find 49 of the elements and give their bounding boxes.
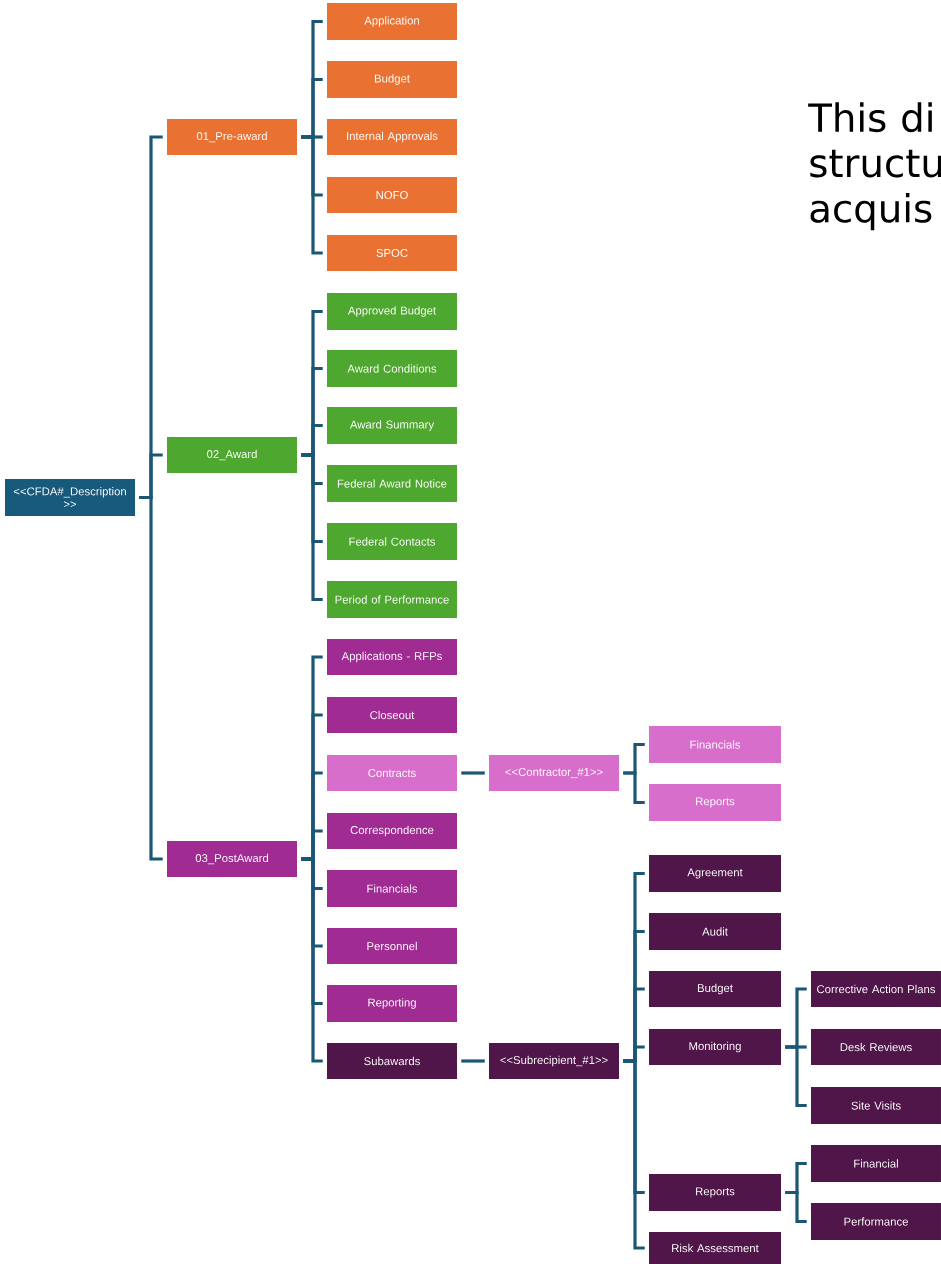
category-box: Site Visits xyxy=(811,1087,941,1124)
connector-line xyxy=(301,135,323,255)
root-box: <<CFDA#_Description >> xyxy=(5,479,135,516)
category-box: 01_Pre-award xyxy=(167,119,297,155)
connector-line xyxy=(623,771,645,805)
category-box: Financials xyxy=(327,870,457,907)
description-text: This di structu acquis xyxy=(808,102,941,231)
category-box: Reports xyxy=(649,784,781,821)
category-box: Agreement xyxy=(649,855,781,892)
category-box: NOFO xyxy=(327,177,457,213)
category-box: <<Contractor_#1>> xyxy=(489,755,619,791)
category-box: Reports xyxy=(649,1174,781,1211)
category-box: Federal Contacts xyxy=(327,523,457,560)
category-box: Correspondence xyxy=(327,813,457,849)
category-box: Subawards xyxy=(327,1043,457,1079)
category-box: Award Conditions xyxy=(327,350,457,387)
category-box: Contracts xyxy=(327,755,457,791)
category-box: Reporting xyxy=(327,985,457,1022)
category-box: Financials xyxy=(649,726,781,763)
connector-line xyxy=(139,495,163,861)
category-box: Monitoring xyxy=(649,1029,781,1065)
category-box: 02_Award xyxy=(167,437,297,473)
category-box: Budget xyxy=(649,971,781,1007)
category-box: Closeout xyxy=(327,697,457,733)
category-box: Budget xyxy=(327,61,457,98)
category-box: 03_PostAward xyxy=(167,841,297,877)
category-box: SPOC xyxy=(327,235,457,271)
category-box: Internal Approvals xyxy=(327,119,457,155)
category-box: Approved Budget xyxy=(327,293,457,330)
connector-line xyxy=(461,771,485,775)
category-box: Desk Reviews xyxy=(811,1029,941,1065)
category-box: Personnel xyxy=(327,928,457,964)
connector-line xyxy=(461,1059,485,1063)
category-box: Federal Award Notice xyxy=(327,465,457,502)
category-box: Award Summary xyxy=(327,407,457,444)
connector-line xyxy=(785,1190,807,1224)
category-box: Performance xyxy=(811,1203,941,1240)
connector-line xyxy=(301,453,323,602)
category-box: Application xyxy=(327,3,457,40)
category-box: Audit xyxy=(649,913,781,950)
connector-line xyxy=(301,857,323,1063)
category-box: Risk Assessment xyxy=(649,1232,781,1264)
category-box: Applications - RFPs xyxy=(327,639,457,675)
category-box: <<Subrecipient_#1>> xyxy=(489,1043,619,1079)
category-box: Financial xyxy=(811,1145,941,1182)
connector-line xyxy=(785,1045,807,1108)
connector-line xyxy=(623,1059,645,1250)
category-box: Corrective Action Plans xyxy=(811,971,941,1007)
category-box: Period of Performance xyxy=(327,581,457,618)
